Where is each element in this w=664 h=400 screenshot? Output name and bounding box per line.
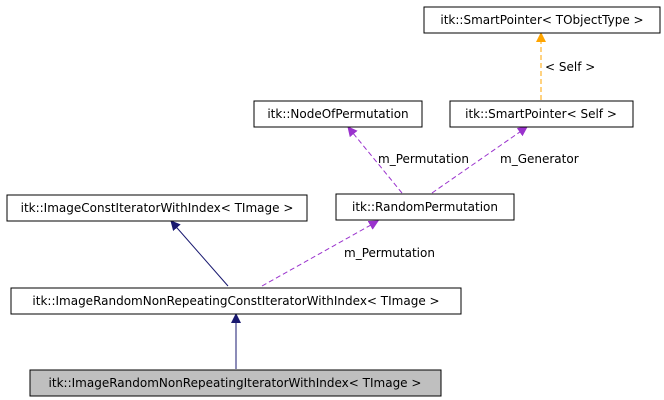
edge-label-generator: m_Generator	[500, 152, 579, 166]
node-imageconstiteratorwithindex[interactable]: itk::ImageConstIteratorWithIndex< TImage…	[6, 194, 308, 222]
node-smartpointer-tobjecttype[interactable]: itk::SmartPointer< TObjectType >	[423, 6, 661, 34]
node-label: itk::NodeOfPermutation	[267, 107, 408, 121]
node-label: itk::ImageRandomNonRepeatingConstIterato…	[32, 294, 439, 308]
edge-label-permutation-random: m_Permutation	[344, 246, 435, 260]
edge-inheritance-const-iterator	[170, 220, 229, 287]
node-label: itk::ImageConstIteratorWithIndex< TImage…	[21, 201, 294, 215]
edge-usage-generator	[431, 126, 528, 194]
node-randompermutation[interactable]: itk::RandomPermutation	[335, 193, 515, 221]
edge-usage-permutation-random	[261, 220, 379, 287]
edge-usage-permutation-node	[347, 126, 403, 194]
edge-label-self-template: < Self >	[545, 60, 595, 74]
node-smartpointer-self[interactable]: itk::SmartPointer< Self >	[449, 100, 634, 128]
node-label: itk::RandomPermutation	[352, 200, 498, 214]
node-imagerandomnonrepeatingconstiterator[interactable]: itk::ImageRandomNonRepeatingConstIterato…	[10, 287, 462, 315]
edge-label-permutation-node: m_Permutation	[378, 152, 469, 166]
node-label: itk::SmartPointer< TObjectType >	[440, 13, 643, 27]
node-imagerandomnonrepeatingiterator[interactable]: itk::ImageRandomNonRepeatingIteratorWith…	[29, 369, 442, 397]
node-label: itk::SmartPointer< Self >	[465, 107, 617, 121]
node-label: itk::ImageRandomNonRepeatingIteratorWith…	[49, 376, 422, 390]
node-nodeofpermutation[interactable]: itk::NodeOfPermutation	[253, 100, 423, 128]
